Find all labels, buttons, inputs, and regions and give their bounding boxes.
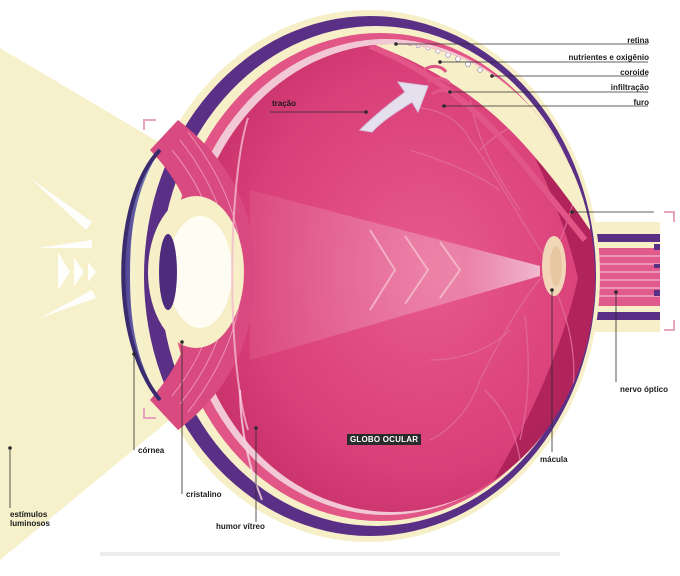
label-macula: mácula [540, 455, 568, 464]
label-nervo-optico: nervo óptico [620, 385, 669, 394]
label-tracao: tração [272, 99, 297, 108]
label-estimulos-line2: luminosos [10, 519, 51, 528]
label-cornea: córnea [138, 446, 165, 455]
label-infiltracao: infiltração [610, 83, 649, 92]
label-humor-vitreo: humor vítreo [216, 522, 265, 531]
label-furo: furo [633, 98, 649, 107]
pupil [159, 234, 177, 310]
label-nutrientes: nutrientes e oxigênio [568, 53, 649, 62]
light-rays [30, 178, 96, 318]
label-retina: retina [627, 36, 649, 45]
globo-ocular-badge: GLOBO OCULAR [347, 434, 422, 445]
retina-holes [423, 64, 456, 97]
label-coroide: coroide [620, 68, 649, 77]
leader-lines [9, 43, 654, 522]
light-beam [250, 190, 540, 360]
light-cone [0, 48, 172, 560]
label-estimulos-line1: estímulos [10, 510, 48, 519]
lens-inner [168, 216, 232, 328]
label-cristalino: cristalino [186, 490, 222, 499]
leader-dots [8, 42, 618, 450]
corner-marks [143, 119, 675, 419]
traction-arrow [358, 81, 429, 133]
